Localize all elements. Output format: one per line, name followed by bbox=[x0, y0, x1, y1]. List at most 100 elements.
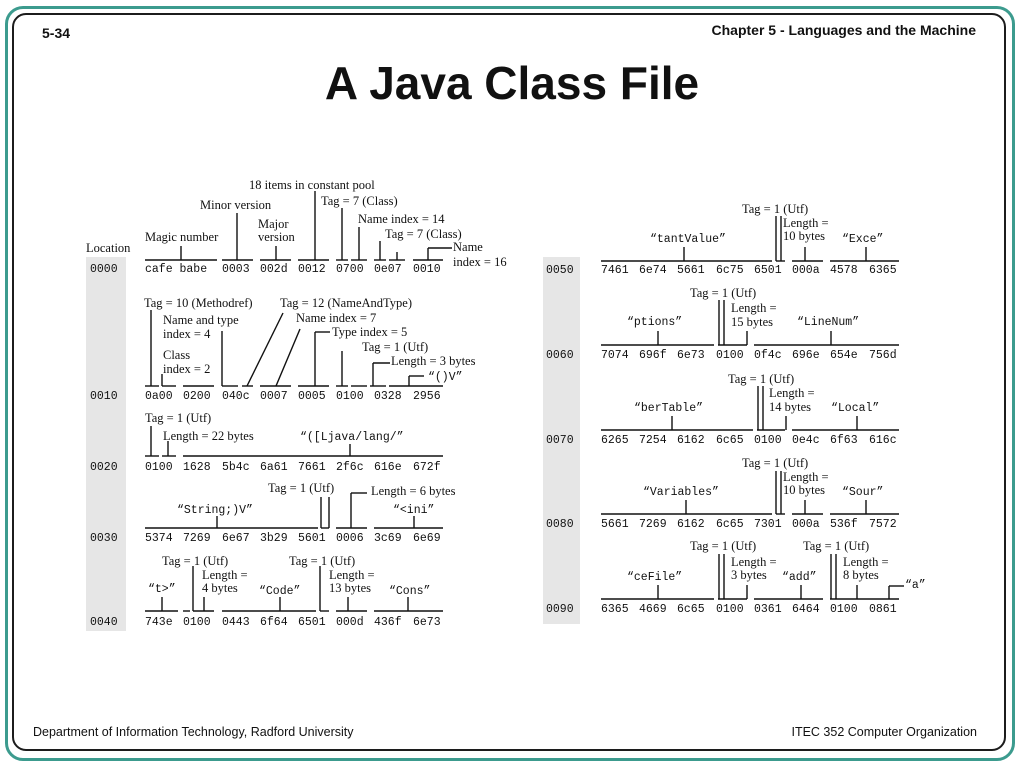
label-length: Length = bbox=[329, 568, 375, 582]
hex-cell: 436f bbox=[374, 616, 402, 629]
chapter-title: Chapter 5 - Languages and the Machine bbox=[711, 22, 977, 38]
hex-cell: 756d bbox=[869, 349, 897, 362]
location-label: 0010 bbox=[90, 390, 118, 403]
hex-cell: 7572 bbox=[869, 518, 897, 531]
hex-cell: 616e bbox=[374, 461, 402, 474]
right-row-0050: 0050 7461 6e74 5661 6c75 6501 000a 4578 … bbox=[546, 264, 897, 277]
label-string: “<ini” bbox=[393, 504, 434, 517]
label-length: Length = bbox=[783, 470, 829, 484]
hex-cell: 6162 bbox=[677, 518, 705, 531]
hex-cell: 5374 bbox=[145, 532, 173, 545]
label-name-index: index = 16 bbox=[453, 255, 507, 269]
label-length: 8 bytes bbox=[843, 568, 879, 582]
label-tag-utf: Tag = 1 (Utf) bbox=[742, 456, 808, 470]
label-minor-version: Minor version bbox=[200, 198, 272, 212]
right-location-column bbox=[543, 257, 580, 624]
label-name-index: Name index = 7 bbox=[296, 311, 376, 325]
hex-cell: 040c bbox=[222, 390, 250, 403]
label-major-version: version bbox=[258, 230, 296, 244]
right-row-0070: 0070 6265 7254 6162 6c65 0100 0e4c 6f63 … bbox=[546, 434, 897, 447]
label-length: Length = bbox=[731, 301, 777, 315]
hex-cell: 6e74 bbox=[639, 264, 667, 277]
slide-inner-frame bbox=[12, 13, 1006, 751]
label-tag-utf: Tag = 1 (Utf) bbox=[162, 554, 228, 568]
hex-cell: 5601 bbox=[298, 532, 326, 545]
hex-cell: 0a00 bbox=[145, 390, 173, 403]
left-row-0000: 0000 cafe babe 0003 002d 0012 0700 0e07 … bbox=[90, 263, 441, 276]
annotations-row-0030: Tag = 1 (Utf) Length = 6 bytes “String;)… bbox=[177, 481, 456, 517]
location-label: 0090 bbox=[546, 603, 574, 616]
label-name-and-type-index: Name and type bbox=[163, 313, 239, 327]
hex-cell: 0e4c bbox=[792, 434, 820, 447]
location-header: Location bbox=[86, 241, 131, 255]
hex-cell: 0861 bbox=[869, 603, 897, 616]
hex-cell: 6e69 bbox=[413, 532, 441, 545]
label-items-in-pool: 18 items in constant pool bbox=[249, 178, 375, 192]
label-string: “()V” bbox=[428, 371, 463, 384]
annotations-row-0050: Tag = 1 (Utf) Length = 10 bytes “tantVal… bbox=[650, 202, 883, 246]
left-row-0020: 0020 0100 1628 5b4c 6a61 7661 2f6c 616e … bbox=[90, 461, 441, 474]
hex-cell: 0200 bbox=[183, 390, 211, 403]
hex-cell: 0100 bbox=[336, 390, 364, 403]
label-string: “Local” bbox=[831, 402, 879, 415]
label-string: “add” bbox=[782, 571, 817, 584]
label-string: “([Ljava/lang/” bbox=[300, 431, 404, 444]
label-length: 15 bytes bbox=[731, 315, 773, 329]
annotation-brackets bbox=[145, 191, 904, 612]
hex-cell: 0006 bbox=[336, 532, 364, 545]
hex-cell: 0100 bbox=[145, 461, 173, 474]
hex-cell: 7301 bbox=[754, 518, 782, 531]
hex-cell: 6501 bbox=[754, 264, 782, 277]
hex-cell: 6f63 bbox=[830, 434, 858, 447]
hex-cell: 2956 bbox=[413, 390, 441, 403]
hex-cell: 0443 bbox=[222, 616, 250, 629]
location-label: 0080 bbox=[546, 518, 574, 531]
hex-cell: 7661 bbox=[298, 461, 326, 474]
label-tag-utf: Tag = 1 (Utf) bbox=[362, 340, 428, 354]
hex-cell: 0e07 bbox=[374, 263, 402, 276]
hex-cell: 000a bbox=[792, 518, 820, 531]
label-length: 3 bytes bbox=[731, 568, 767, 582]
left-row-0010: 0010 0a00 0200 040c 0007 0005 0100 0328 … bbox=[90, 390, 441, 403]
label-type-index: Type index = 5 bbox=[332, 325, 407, 339]
label-class-index: Class bbox=[163, 348, 190, 362]
location-label: 0070 bbox=[546, 434, 574, 447]
hex-cell: 696f bbox=[639, 349, 667, 362]
hex-cell: 654e bbox=[830, 349, 858, 362]
hex-cell: 0100 bbox=[183, 616, 211, 629]
hex-cell: 672f bbox=[413, 461, 441, 474]
label-tag-utf: Tag = 1 (Utf) bbox=[289, 554, 355, 568]
label-length: Length = 22 bytes bbox=[163, 429, 254, 443]
label-magic-number: Magic number bbox=[145, 230, 219, 244]
label-name-index: Name index = 14 bbox=[358, 212, 445, 226]
hex-cell: 4669 bbox=[639, 603, 667, 616]
footer-department: Department of Information Technology, Ra… bbox=[33, 725, 354, 739]
hex-cell: 0100 bbox=[716, 349, 744, 362]
label-major-version: Major bbox=[258, 217, 289, 231]
label-string: “Exce” bbox=[842, 233, 883, 246]
label-string: “Code” bbox=[259, 585, 300, 598]
hex-cell: 6a61 bbox=[260, 461, 288, 474]
hex-cell: 4578 bbox=[830, 264, 858, 277]
footer-course: ITEC 352 Computer Organization bbox=[791, 725, 977, 739]
label-string: “berTable” bbox=[634, 402, 703, 415]
hex-cell: 7254 bbox=[639, 434, 667, 447]
label-length: Length = bbox=[843, 555, 889, 569]
hex-cell: 6c65 bbox=[716, 518, 744, 531]
page-number: 5-34 bbox=[42, 25, 71, 41]
hex-cell: 616c bbox=[869, 434, 897, 447]
label-string: “LineNum” bbox=[797, 316, 859, 329]
label-tag-nameandtype: Tag = 12 (NameAndType) bbox=[280, 296, 412, 310]
hex-cell: 6464 bbox=[792, 603, 820, 616]
hex-cell: 0005 bbox=[298, 390, 326, 403]
label-tag-utf: Tag = 1 (Utf) bbox=[803, 539, 869, 553]
hex-cell: 0361 bbox=[754, 603, 782, 616]
location-label: 0040 bbox=[90, 616, 118, 629]
hex-cell: 6162 bbox=[677, 434, 705, 447]
hex-cell: 002d bbox=[260, 263, 288, 276]
location-label: 0060 bbox=[546, 349, 574, 362]
label-length: Length = 3 bytes bbox=[391, 354, 476, 368]
label-name-and-type-index: index = 4 bbox=[163, 327, 211, 341]
label-tag-utf: Tag = 1 (Utf) bbox=[268, 481, 334, 495]
label-string: “Sour” bbox=[842, 486, 883, 499]
